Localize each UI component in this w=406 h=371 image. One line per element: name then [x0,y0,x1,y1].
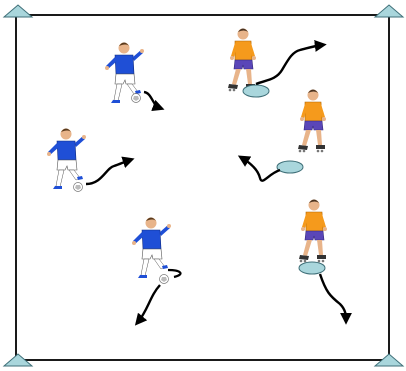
corner-cone-top-left [3,4,33,18]
skate-arrow-bottom [318,273,352,325]
ball-middle [73,182,83,192]
ball-bottom [159,274,169,284]
field-boundary [15,14,390,361]
dribble-arrow-bottom [134,284,161,326]
disc-top [242,84,270,98]
disc-bottom [298,261,326,275]
disc-middle [276,160,304,174]
dribble-arrow-middle [85,156,135,186]
ball-top [131,93,141,103]
skate-arrow-top [255,39,327,86]
corner-cone-top-right [374,4,404,18]
dribble-arrow-top [143,90,165,112]
skate-arrow-middle [237,155,281,182]
dribble-curl-bottom [167,268,182,279]
